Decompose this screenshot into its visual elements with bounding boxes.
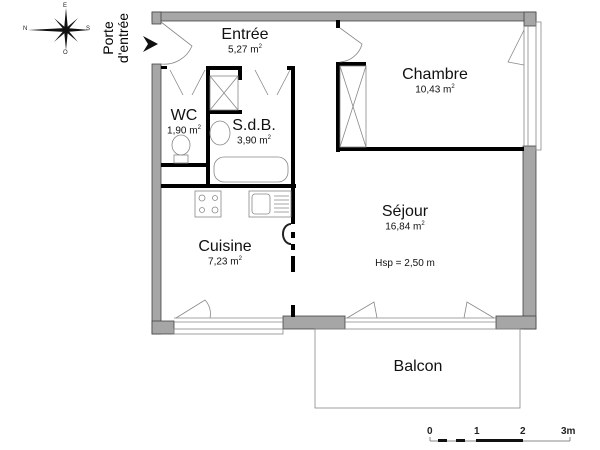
scale-tick-0: 0 [427, 426, 433, 437]
entrance-label-line2: d'entrée [115, 12, 131, 64]
compass-label-south: S [86, 26, 91, 32]
room-area: 3,90 m2 [237, 135, 271, 147]
room-wc: WC 1,90 m2 [162, 107, 206, 136]
room-name: Balcon [393, 358, 443, 375]
room-name: Chambre [402, 66, 468, 83]
room-area: 10,43 m2 [415, 84, 455, 96]
compass-label-north: N [23, 26, 28, 32]
compass-label-east: E [63, 3, 68, 9]
room-area: 16,84 m2 [385, 221, 425, 233]
interior-walls [161, 20, 524, 317]
scale-bar [429, 437, 571, 442]
room-name: Séjour [381, 203, 429, 220]
scale-tick-1: 1 [474, 426, 480, 437]
room-area: 5,27 m2 [228, 44, 262, 56]
room-sdb: S.d.B. 3,90 m2 [224, 117, 284, 146]
room-chambre: Chambre 10,43 m2 [385, 66, 485, 95]
scale-tick-2: 2 [520, 426, 526, 437]
room-cuisine: Cuisine 7,23 m2 [185, 238, 265, 267]
room-name: Entrée [221, 26, 269, 43]
entrance-arrow-icon [143, 36, 158, 52]
room-area: 1,90 m2 [167, 125, 201, 137]
room-balcon: Balcon [368, 358, 468, 376]
compass-label-west: O [63, 50, 68, 56]
room-entree: Entrée 5,27 m2 [205, 26, 285, 55]
compass-rose-icon [28, 8, 90, 50]
room-sejour: Séjour 16,84 m2 [355, 203, 455, 232]
room-name: WC [170, 107, 198, 124]
room-name: Cuisine [198, 238, 252, 255]
entrance-label-line1: Porte [100, 21, 116, 55]
exterior-walls [151, 11, 537, 335]
fixtures [160, 21, 542, 409]
room-name: S.d.B. [232, 117, 276, 134]
entrance-label: Porte d'entrée [100, 0, 131, 78]
ceiling-height: Hsp = 2,50 m [375, 258, 435, 269]
room-area: 7,23 m2 [208, 256, 242, 268]
scale-tick-3m: 3m [561, 426, 576, 437]
